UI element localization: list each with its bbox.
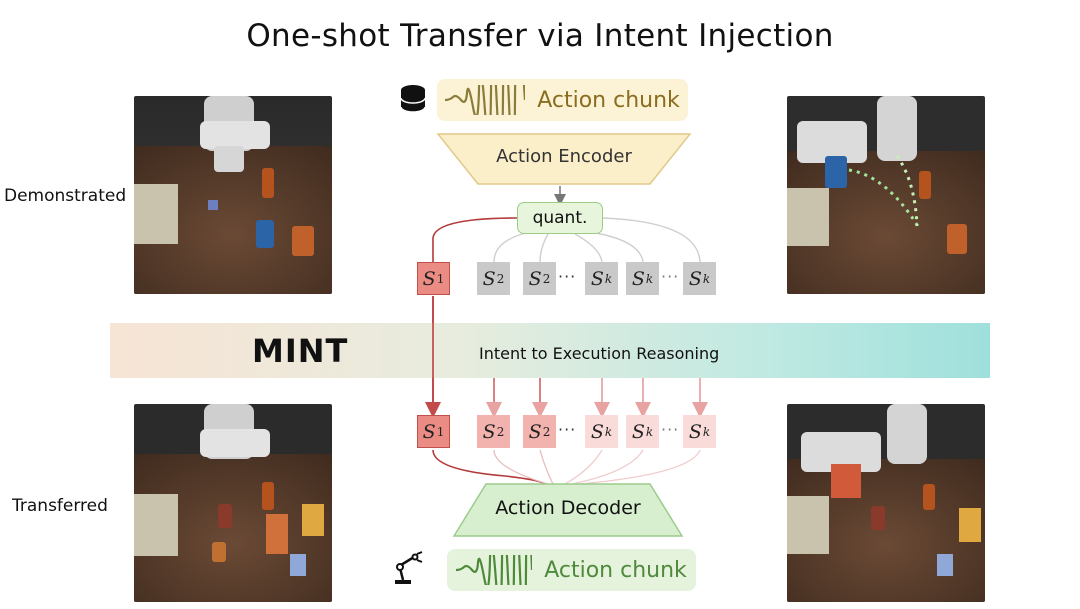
bottom-ellipsis-2: ···	[661, 420, 680, 439]
transferred-label: Transferred	[12, 496, 108, 516]
top-action-chunk: Action chunk	[437, 79, 688, 121]
demonstrated-label: Demonstrated	[4, 186, 127, 206]
diagram-title: One-shot Transfer via Intent Injection	[246, 18, 834, 54]
action-decoder-shape	[452, 483, 684, 537]
mint-label: MINT	[252, 332, 349, 370]
quant-box: quant.	[517, 202, 603, 234]
mint-reasoning-band	[110, 323, 990, 378]
wave-icon	[445, 85, 526, 115]
bottom-action-chunk: Action chunk	[447, 549, 696, 591]
transferred-scene-end-image	[787, 404, 985, 602]
s1-carry-line	[432, 323, 434, 378]
demonstrated-scene-start-image	[134, 96, 332, 294]
robot-arm-icon	[395, 551, 423, 584]
action-encoder-shape	[436, 133, 692, 185]
action-decoder-label: Action Decoder	[495, 497, 641, 519]
top-action-chunk-label: Action chunk	[537, 87, 680, 113]
database-icon	[400, 85, 426, 113]
wave-icon	[456, 555, 533, 585]
top-ellipsis-2: ···	[661, 267, 680, 286]
transferred-scene-start-image	[134, 404, 332, 602]
band-description: Intent to Execution Reasoning	[479, 344, 720, 363]
bottom-ellipsis-1: ···	[558, 420, 577, 439]
bottom-action-chunk-label: Action chunk	[544, 557, 687, 583]
action-encoder-label: Action Encoder	[496, 146, 632, 167]
demonstrated-scene-end-image	[787, 96, 985, 294]
top-ellipsis-1: ···	[558, 267, 577, 286]
